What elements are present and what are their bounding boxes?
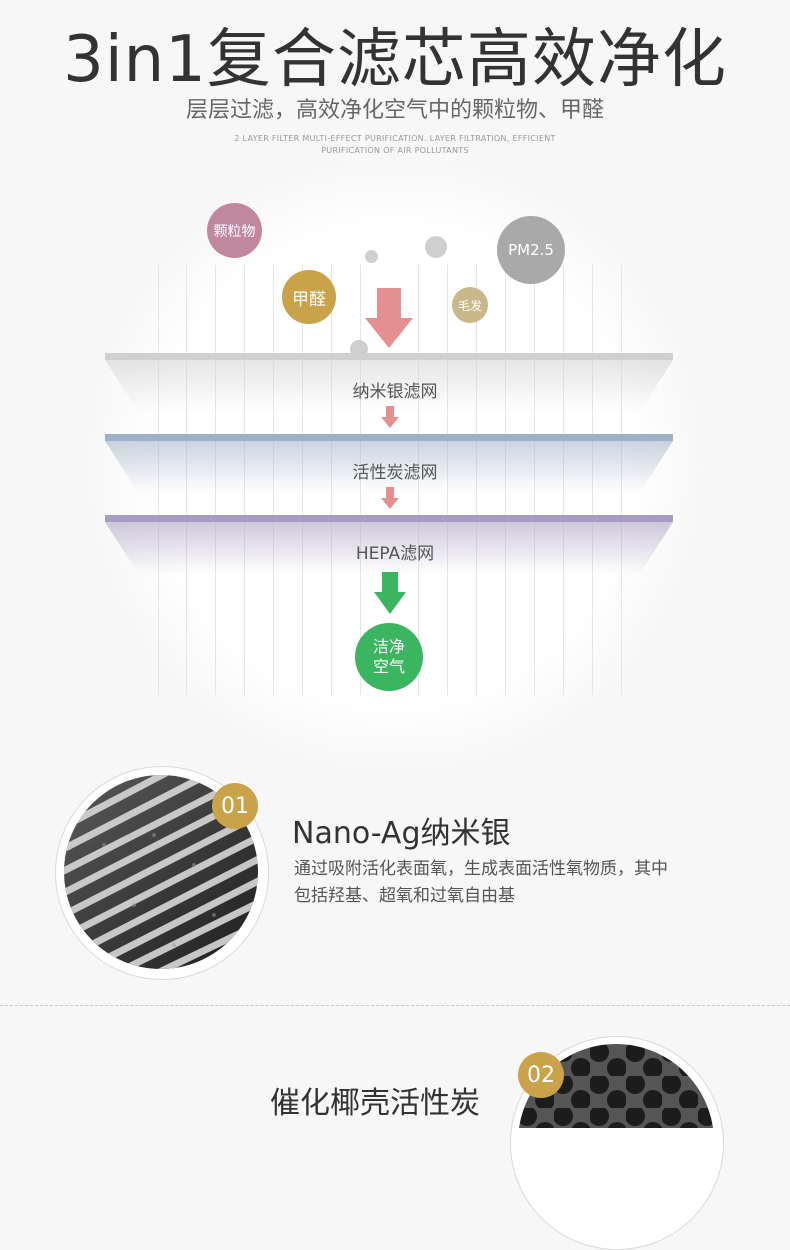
pollutant-formaldehyde-bubble: 甲醛 — [282, 270, 336, 324]
arrow-down-icon — [365, 288, 413, 348]
pollutant-particles-bubble: 颗粒物 — [207, 203, 262, 258]
pollutant-pm25-bubble: PM2.5 — [497, 216, 565, 284]
small-arrow-down-icon — [381, 487, 399, 509]
feature-number-badge: 01 — [212, 783, 258, 829]
feature-number-badge: 02 — [518, 1052, 564, 1098]
clean-air-line2: 空气 — [372, 657, 405, 676]
feature-description-line2: 包括羟基、超氧和过氧自由基 — [294, 886, 515, 906]
small-arrow-down-icon — [381, 406, 399, 428]
filter-layer-activated-carbon — [105, 434, 673, 494]
filter-layer-nano-silver — [105, 353, 673, 413]
feature-title: 催化椰壳活性炭 — [270, 1086, 480, 1121]
page-subtitle: 层层过滤，高效净化空气中的颗粒物、甲醛 — [185, 98, 604, 123]
english-caption-line1: 2 LAYER FILTER MULTI-EFFECT PURIFICATION… — [234, 134, 556, 143]
feature-description: 通过吸附活化表面氧，生成表面活性氧物质，其中 包括羟基、超氧和过氧自由基 — [294, 856, 734, 910]
feature-title: Nano-Ag纳米银 — [292, 816, 511, 851]
particle-dot — [425, 236, 447, 258]
pollutant-hair-bubble: 毛发 — [452, 287, 488, 323]
particle-dot — [365, 250, 378, 263]
english-caption: 2 LAYER FILTER MULTI-EFFECT PURIFICATION… — [0, 133, 790, 157]
clean-air-line1: 洁净 — [372, 637, 405, 656]
page-title: 3in1复合滤芯高效净化 — [63, 23, 727, 97]
green-arrow-down-icon — [374, 572, 406, 614]
feature-description-line1: 通过吸附活化表面氧，生成表面活性氧物质，其中 — [294, 859, 668, 879]
section-divider — [0, 1005, 790, 1006]
layer-label-nano-silver: 纳米银滤网 — [352, 382, 438, 402]
english-caption-line2: PURIFICATION OF AIR POLLUTANTS — [321, 146, 469, 155]
layer-label-hepa: HEPA滤网 — [355, 544, 435, 564]
clean-air-badge: 洁净 空气 — [355, 623, 423, 691]
layer-label-activated-carbon: 活性炭滤网 — [352, 463, 438, 483]
filter-layer-hepa — [105, 515, 673, 575]
